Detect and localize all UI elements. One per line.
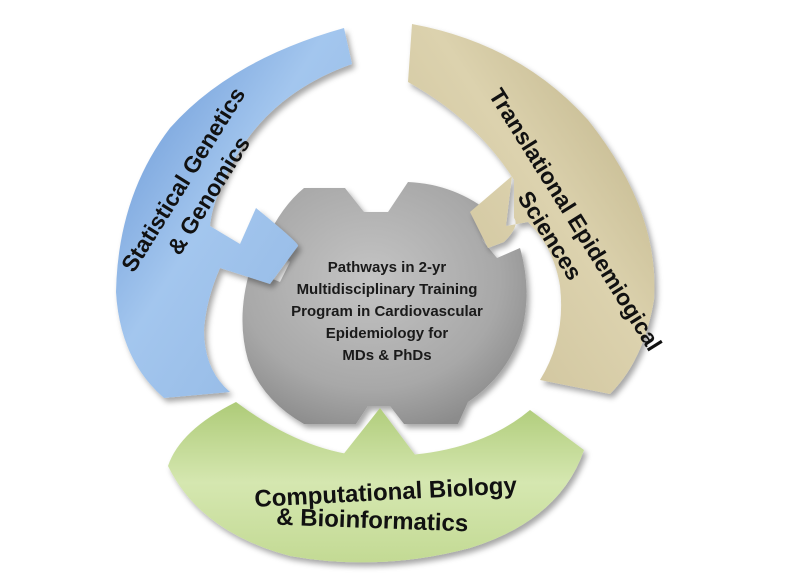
center-line-3: Program in Cardiovascular: [291, 303, 483, 320]
center-line-5: MDs & PhDs: [342, 347, 431, 364]
bottom-label-line-2: & Bioinformatics: [276, 504, 469, 538]
segment-left-arc: [116, 28, 352, 398]
center-title: Pathways in 2-yr Multidisciplinary Train…: [291, 259, 483, 364]
center-line-1: Pathways in 2-yr: [328, 259, 447, 276]
center-line-2: Multidisciplinary Training: [297, 281, 478, 298]
segment-bottom-arc: [168, 402, 584, 563]
segment-right-arc: [408, 24, 655, 394]
center-line-4: Epidemiology for: [326, 325, 449, 342]
center-disc: [242, 182, 527, 424]
